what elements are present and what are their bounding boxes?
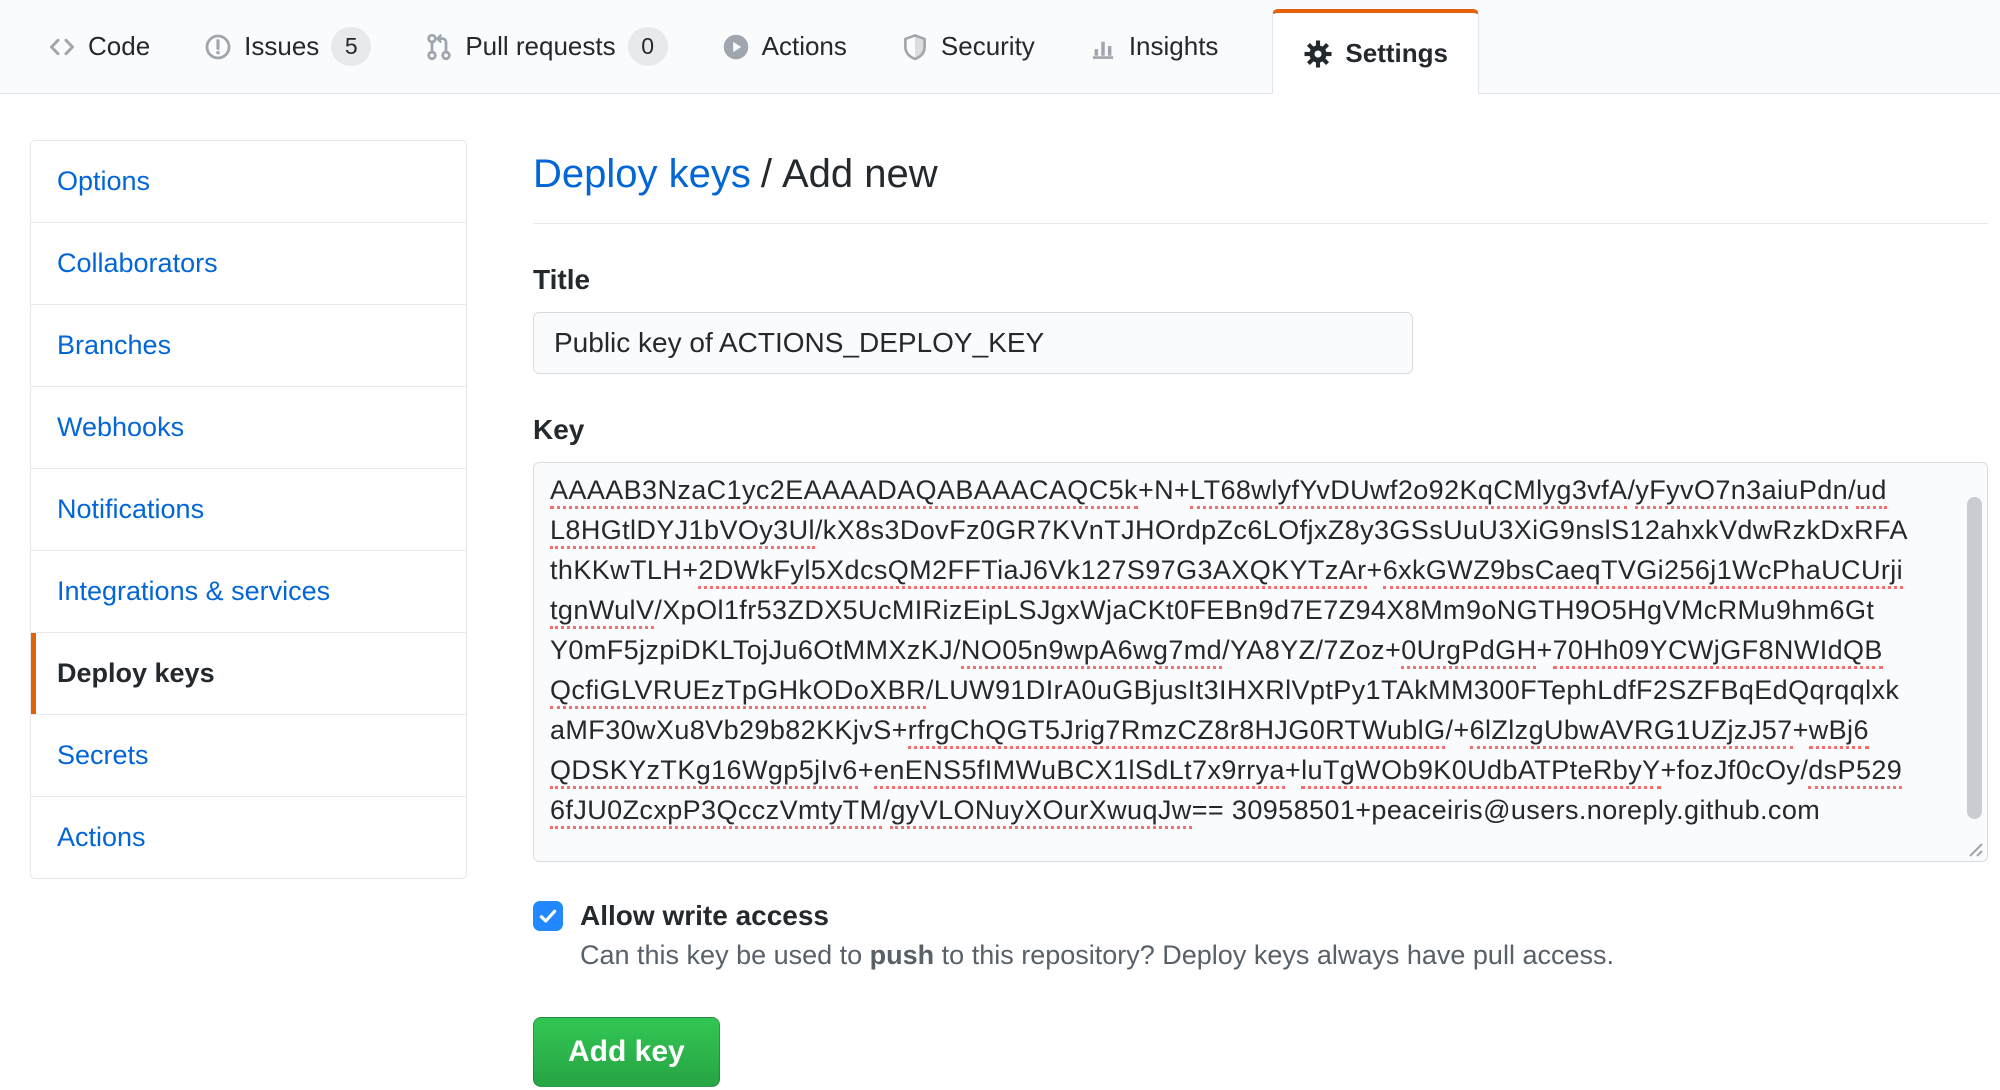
add-key-button[interactable]: Add key bbox=[533, 1017, 720, 1087]
sidebar-item-secrets[interactable]: Secrets bbox=[31, 714, 466, 796]
repo-nav-tabs: Code Issues 5 Pull requests 0 Actions Security… bbox=[48, 0, 1479, 94]
write-access-note: Can this key be used to push to this rep… bbox=[580, 940, 1614, 970]
sidebar-item-collaborators[interactable]: Collaborators bbox=[31, 222, 466, 304]
tab-security[interactable]: Security bbox=[901, 31, 1035, 62]
graph-icon bbox=[1089, 33, 1117, 61]
sidebar-item-webhooks[interactable]: Webhooks bbox=[31, 386, 466, 468]
tab-code[interactable]: Code bbox=[48, 31, 150, 62]
tab-label: Issues bbox=[244, 31, 320, 61]
repo-nav: Code Issues 5 Pull requests 0 Actions Security… bbox=[0, 0, 2000, 94]
key-text-line: aMF30wXu8Vb29b82KKjvS+rfrgChQGT5Jrig7Rmz… bbox=[550, 710, 1971, 750]
key-text-line: QDSKYzTKg16Wgp5jIv6+enENS5fIMWuBCX1lSdLt… bbox=[550, 750, 1971, 790]
sidebar-item-deploy-keys[interactable]: Deploy keys bbox=[31, 632, 466, 714]
sidebar-item-actions[interactable]: Actions bbox=[31, 796, 466, 878]
textarea-scrollbar-thumb[interactable] bbox=[1967, 497, 1982, 819]
key-text-line: QcfiGLVRUEzTpGHkODoXBR/LUW91DIrA0uGBjusI… bbox=[550, 670, 1971, 710]
key-text-line: Y0mF5jzpiDKLTojJu6OtMMXzKJ/NO05n9wpA6wg7… bbox=[550, 630, 1971, 670]
key-text-line: tgnWulV/XpOl1fr53ZDX5UcMIRizEipLSJgxWjaC… bbox=[550, 590, 1971, 630]
sidebar-item-integrations-services[interactable]: Integrations & services bbox=[31, 550, 466, 632]
key-textarea[interactable]: AAAAB3NzaC1yc2EAAAADAQABAAACAQC5k+N+LT68… bbox=[533, 462, 1988, 862]
tab-pull-requests[interactable]: Pull requests 0 bbox=[425, 27, 668, 66]
key-text-line: 6fJU0ZcxpP3QcczVmtyTM/gyVLONuyXOurXwuqJw… bbox=[550, 790, 1971, 830]
deploy-keys-link[interactable]: Deploy keys bbox=[533, 152, 751, 196]
key-text-line: L8HGtlDYJ1bVOy3Ul/kX8s3DovFz0GR7KVnTJHOr… bbox=[550, 510, 1971, 550]
tab-insights[interactable]: Insights bbox=[1089, 31, 1219, 62]
gear-icon bbox=[1303, 39, 1333, 69]
allow-write-access-label[interactable]: Allow write access bbox=[580, 900, 830, 931]
sidebar-item-notifications[interactable]: Notifications bbox=[31, 468, 466, 550]
allow-write-access-row: Allow write access bbox=[533, 900, 1988, 932]
key-text-line: thKKwTLH+2DWkFyl5XdcsQM2FFTiaJ6Vk127S97G… bbox=[550, 550, 1971, 590]
key-text-line: AAAAB3NzaC1yc2EAAAADAQABAAACAQC5k+N+LT68… bbox=[550, 470, 1971, 510]
textarea-resize-handle[interactable] bbox=[1962, 836, 1984, 858]
sidebar-item-branches[interactable]: Branches bbox=[31, 304, 466, 386]
play-icon bbox=[722, 33, 750, 61]
tab-label: Insights bbox=[1128, 31, 1219, 61]
count-badge: 5 bbox=[331, 27, 372, 66]
tab-label: Code bbox=[88, 31, 151, 61]
key-textarea-content: AAAAB3NzaC1yc2EAAAADAQABAAACAQC5k+N+LT68… bbox=[550, 470, 1971, 830]
page-title-current: Add new bbox=[782, 152, 938, 196]
tab-settings[interactable]: Settings bbox=[1272, 9, 1479, 94]
tab-label: Security bbox=[940, 31, 1035, 61]
tab-label: Actions bbox=[761, 31, 847, 61]
key-field-label: Key bbox=[533, 414, 585, 445]
tab-label: Settings bbox=[1345, 38, 1448, 68]
tab-issues[interactable]: Issues 5 bbox=[204, 27, 372, 66]
code-icon bbox=[48, 33, 76, 61]
issue-opened-icon bbox=[204, 33, 232, 61]
tab-actions[interactable]: Actions bbox=[722, 31, 847, 62]
allow-write-access-checkbox[interactable] bbox=[533, 901, 563, 931]
main-content: Deploy keys/Add new Title Key AAAAB3NzaC… bbox=[533, 140, 1988, 1087]
shield-icon bbox=[901, 33, 929, 61]
title-field-label: Title bbox=[533, 264, 591, 295]
check-icon bbox=[539, 909, 557, 923]
title-input[interactable] bbox=[533, 312, 1413, 374]
tab-label: Pull requests bbox=[465, 31, 616, 61]
count-badge: 0 bbox=[627, 27, 668, 66]
git-pull-request-icon bbox=[425, 33, 453, 61]
sidebar-item-options[interactable]: Options bbox=[57, 166, 151, 196]
breadcrumb-separator: / bbox=[760, 152, 772, 196]
page-title: Deploy keys/Add new bbox=[533, 152, 1988, 224]
